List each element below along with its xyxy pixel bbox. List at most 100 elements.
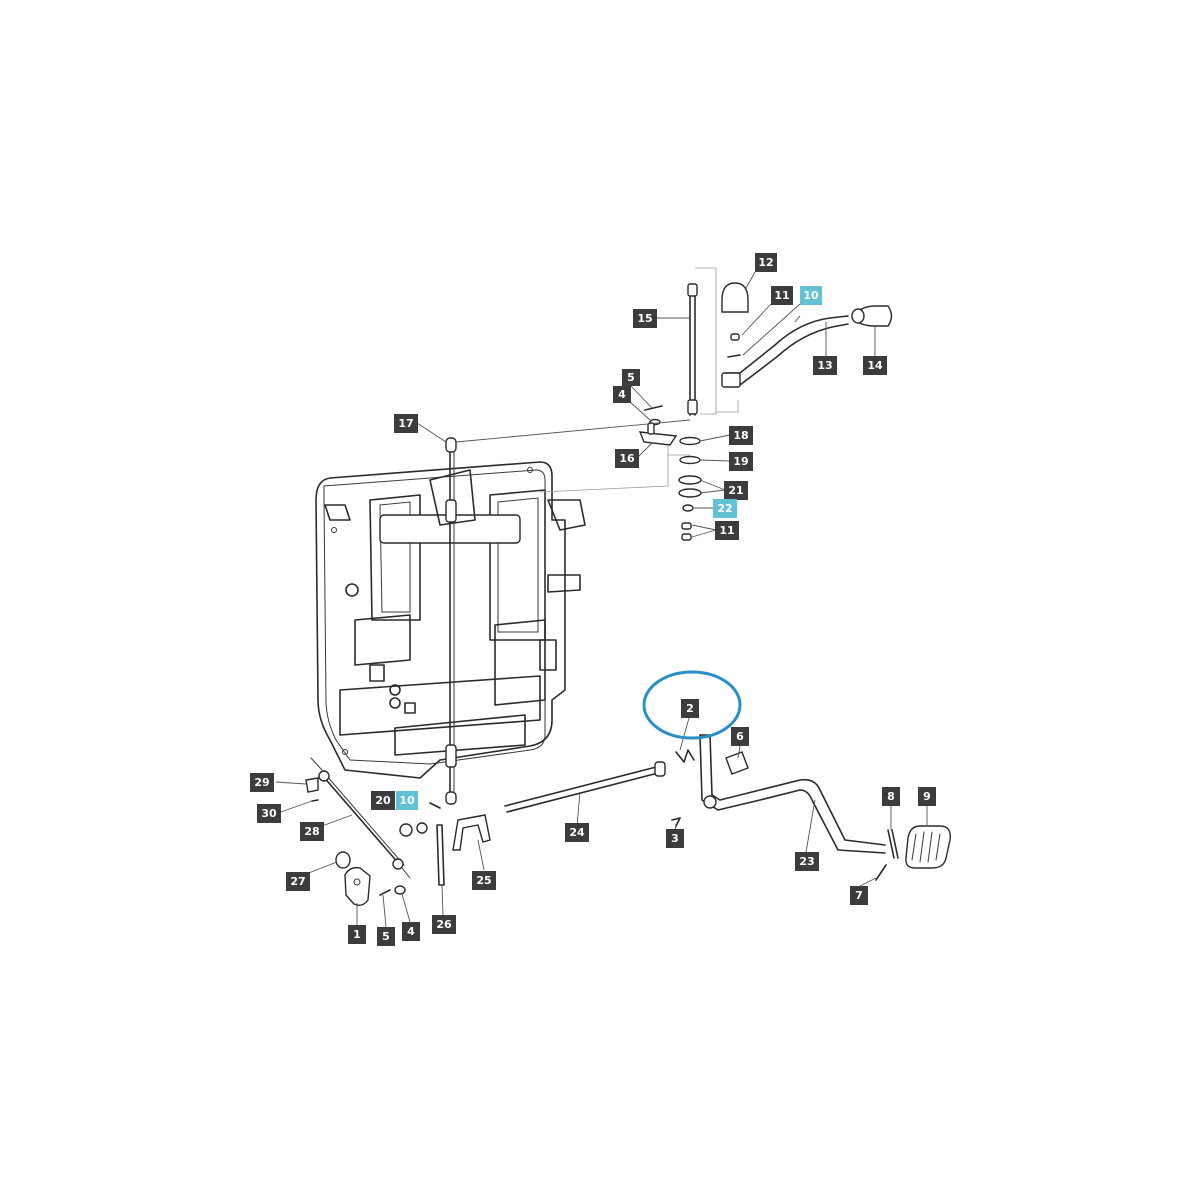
- callout-4: 4: [402, 922, 420, 941]
- callout-21: 21: [724, 481, 748, 500]
- washer-21b: [678, 488, 702, 498]
- svg-text:12: 12: [758, 256, 773, 269]
- svg-text:15: 15: [637, 312, 652, 325]
- svg-text:10: 10: [399, 794, 415, 807]
- callout-10: 10: [396, 791, 418, 810]
- callout-28: 28: [300, 822, 324, 841]
- leader-lines: [275, 271, 928, 928]
- bracket-25: [452, 814, 491, 851]
- pin-part: [644, 405, 663, 411]
- clip-30: [311, 799, 319, 802]
- washer-10b: [416, 822, 428, 834]
- svg-text:30: 30: [261, 807, 277, 820]
- callout-5: 5: [377, 927, 395, 946]
- svg-text:11: 11: [719, 524, 734, 537]
- callout-30: 30: [257, 804, 281, 823]
- callout-29: 29: [250, 773, 274, 792]
- nut-11a: [681, 522, 692, 530]
- shift-lever: [721, 315, 849, 388]
- pin-7: [875, 864, 887, 881]
- svg-text:28: 28: [304, 825, 319, 838]
- svg-text:25: 25: [476, 874, 491, 887]
- pin-5b: [379, 889, 391, 896]
- svg-text:17: 17: [398, 417, 413, 430]
- bracket-29: [305, 777, 319, 793]
- cross-shaft-24: [504, 761, 666, 813]
- lever-shaft: [687, 283, 698, 416]
- washer-18: [679, 436, 701, 446]
- callout-5: 5: [622, 369, 640, 386]
- svg-text:5: 5: [382, 930, 390, 943]
- svg-text:18: 18: [733, 429, 748, 442]
- svg-text:26: 26: [436, 918, 452, 931]
- callout-23: 23: [795, 852, 819, 871]
- svg-text:6: 6: [736, 730, 744, 743]
- lever-cap: [721, 282, 749, 313]
- svg-text:29: 29: [254, 776, 269, 789]
- callout-18: 18: [729, 426, 753, 445]
- svg-text:27: 27: [290, 875, 305, 888]
- callout-20: 20: [371, 791, 395, 810]
- plate-hole: [353, 878, 361, 886]
- lever-pin: [730, 333, 740, 341]
- callout-11: 11: [771, 286, 793, 305]
- cap-27: [335, 851, 351, 869]
- guide-line: [667, 446, 690, 456]
- svg-text:4: 4: [618, 388, 626, 401]
- pivot-bracket: [638, 422, 678, 446]
- callout-19: 19: [729, 452, 753, 471]
- svg-text:11: 11: [774, 289, 789, 302]
- lever-spring-pin: [727, 354, 741, 358]
- highlight-circle: [642, 670, 742, 740]
- clip-3: [671, 817, 681, 827]
- callout-3: 3: [666, 829, 684, 848]
- svg-text:1: 1: [353, 928, 361, 941]
- lever-knob: [851, 305, 893, 327]
- washer-21a: [678, 475, 702, 485]
- spring-2: [675, 749, 695, 763]
- guide-line: [715, 400, 739, 414]
- spring-8: [887, 829, 899, 859]
- callout-24: 24: [565, 823, 589, 842]
- callout-15: 15: [633, 309, 657, 328]
- callout-14: 14: [863, 356, 887, 375]
- svg-text:20: 20: [375, 794, 391, 807]
- pin-6: [725, 751, 749, 775]
- callout-2: 2: [681, 699, 699, 718]
- callout-10: 10: [800, 286, 822, 305]
- svg-text:4: 4: [407, 925, 415, 938]
- callout-9: 9: [918, 787, 936, 806]
- callout-25: 25: [472, 871, 496, 890]
- washer-19: [679, 455, 701, 465]
- pin-lower: [429, 802, 441, 809]
- callout-22: 22: [713, 499, 737, 518]
- control-cable-vertical: [445, 437, 457, 805]
- pedal-arm-23: [699, 734, 886, 854]
- callout-17: 17: [394, 414, 418, 433]
- callout-27: 27: [286, 872, 310, 891]
- svg-text:10: 10: [803, 289, 819, 302]
- callout-6: 6: [731, 727, 749, 746]
- svg-text:23: 23: [799, 855, 814, 868]
- callout-1: 1: [348, 925, 366, 944]
- rod-26: [436, 824, 445, 886]
- callout-7: 7: [850, 886, 868, 905]
- guide-line: [539, 455, 669, 493]
- callout-11: 11: [715, 521, 739, 540]
- svg-text:14: 14: [867, 359, 883, 372]
- callout-12: 12: [755, 253, 777, 272]
- cable-28: [310, 757, 411, 879]
- washer-4b: [394, 885, 406, 895]
- nut-11b: [681, 533, 692, 541]
- callout-26: 26: [432, 915, 456, 934]
- callout-16: 16: [615, 449, 639, 468]
- pedal-pad-9: [905, 825, 951, 869]
- svg-text:3: 3: [671, 832, 679, 845]
- callout-8: 8: [882, 787, 900, 806]
- svg-text:22: 22: [717, 502, 732, 515]
- svg-text:7: 7: [855, 889, 863, 902]
- plate-1: [344, 866, 371, 907]
- svg-text:24: 24: [569, 826, 585, 839]
